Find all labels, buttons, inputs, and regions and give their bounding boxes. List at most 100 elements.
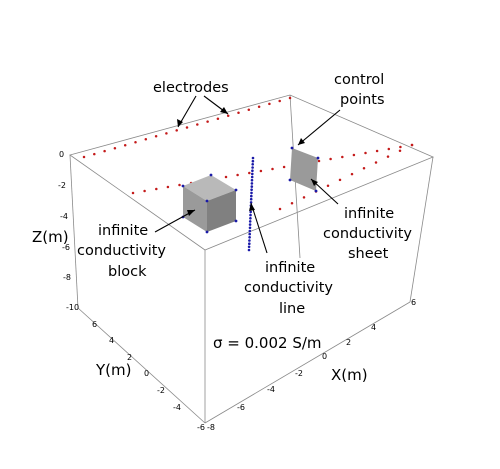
electrode-point: [352, 153, 356, 157]
z-tick-label: -8: [63, 273, 71, 282]
block-control-point: [205, 199, 209, 203]
z-tick-label: -2: [58, 181, 66, 190]
line-control-point: [249, 217, 252, 220]
z-axis: 0 -2 -4 -6 -8 -10 Z(m): [32, 150, 79, 312]
label-sheet-3: sheet: [348, 246, 389, 262]
electrode-point: [143, 189, 146, 193]
electrode-point: [206, 120, 209, 123]
block-control-point: [205, 230, 209, 234]
y-tick-label: 4: [109, 336, 114, 345]
conductivity-sheet: [288, 146, 320, 193]
electrode-point: [165, 132, 168, 135]
y-tick-label: -2: [157, 386, 165, 395]
x-tick-label: 6: [411, 298, 416, 307]
electrode-point: [386, 155, 390, 158]
electrode-point: [278, 99, 281, 103]
line-control-point: [248, 220, 252, 223]
line-control-point: [251, 159, 255, 163]
electrode-point: [364, 151, 367, 155]
line-control-point: [250, 182, 254, 185]
arrow-head: [298, 138, 305, 145]
line-control-point: [250, 188, 253, 191]
label-sheet-1: infinite: [344, 206, 394, 222]
x-tick-label: 2: [346, 338, 351, 347]
electrode-point: [398, 149, 402, 153]
line-control-point: [251, 166, 254, 169]
electrode-point: [103, 149, 106, 153]
label-line-3: line: [279, 301, 305, 317]
z-tick-label: 0: [59, 150, 64, 159]
label-sigma: σ = 0.002 S/m: [213, 334, 322, 352]
y-tick-label: 2: [127, 353, 132, 362]
line-control-point: [251, 163, 254, 166]
electrode-point: [131, 191, 135, 195]
electrode-point: [185, 126, 189, 129]
electrode-point: [93, 152, 96, 156]
electrode-point: [374, 161, 378, 164]
electrode-point: [196, 123, 199, 126]
z-tick-label: -10: [66, 303, 79, 312]
electrode-point: [326, 184, 330, 187]
y-tick-label: 0: [144, 369, 149, 378]
line-control-point: [250, 175, 254, 179]
line-control-point: [248, 232, 251, 236]
arrow-head: [177, 119, 183, 127]
line-control-point: [248, 223, 252, 226]
arrow-line: [250, 202, 268, 254]
line-control-point: [247, 245, 251, 249]
electrode-point: [82, 155, 86, 159]
conductivity-block: [181, 173, 238, 234]
electrode-point: [175, 129, 178, 132]
label-sheet-2: conductivity: [323, 226, 412, 242]
electrode-point: [113, 146, 117, 150]
block-control-point: [234, 219, 238, 223]
electrode-point: [271, 167, 274, 171]
x-tick-label: -4: [267, 385, 275, 394]
electrode-point: [288, 96, 292, 100]
label-points: points: [340, 92, 385, 108]
electrode-point: [362, 167, 366, 170]
electrode-point: [247, 108, 251, 112]
line-control-point: [249, 201, 253, 204]
arrow-head: [311, 179, 318, 186]
label-block-1: infinite: [98, 223, 148, 239]
line-control-point: [250, 191, 253, 195]
annotation-arrows: [154, 95, 341, 254]
label-block-3: block: [108, 264, 147, 280]
electrode-point: [350, 172, 354, 176]
electrode-point: [375, 149, 379, 153]
electrode-point: [302, 196, 306, 199]
box-edge-right: [409, 156, 434, 303]
electrode-point: [290, 201, 294, 205]
label-electrodes: electrodes: [153, 80, 229, 96]
electrode-point: [224, 175, 228, 179]
line-control-point: [248, 242, 251, 245]
line-control-point: [248, 236, 251, 239]
electrode-point: [317, 159, 321, 163]
electrode-point: [410, 143, 414, 147]
y-tick-label: -4: [173, 403, 181, 412]
sheet-control-point: [288, 178, 292, 182]
electrode-point: [268, 102, 271, 106]
electrode-point: [144, 138, 148, 141]
electrode-point: [282, 165, 286, 169]
electrode-point: [236, 173, 239, 177]
sheet-face: [290, 148, 318, 191]
label-block-2: conductivity: [77, 243, 166, 259]
x-tick-label: 4: [371, 323, 376, 332]
electrode-point: [226, 114, 230, 117]
electrode-points: [82, 96, 414, 211]
block-control-point: [234, 188, 238, 192]
arrow-head: [187, 210, 195, 216]
arrow-control-points: [297, 109, 341, 146]
y-axis: 6 4 2 0 -2 -4 -6 Y(m): [92, 320, 205, 432]
electrode-point: [155, 187, 158, 191]
electrode-point: [341, 155, 344, 159]
line-control-point: [247, 248, 251, 252]
line-control-point: [248, 226, 252, 230]
line-control-point: [251, 169, 254, 172]
label-line-2: conductivity: [244, 280, 333, 296]
electrode-point: [387, 147, 391, 151]
